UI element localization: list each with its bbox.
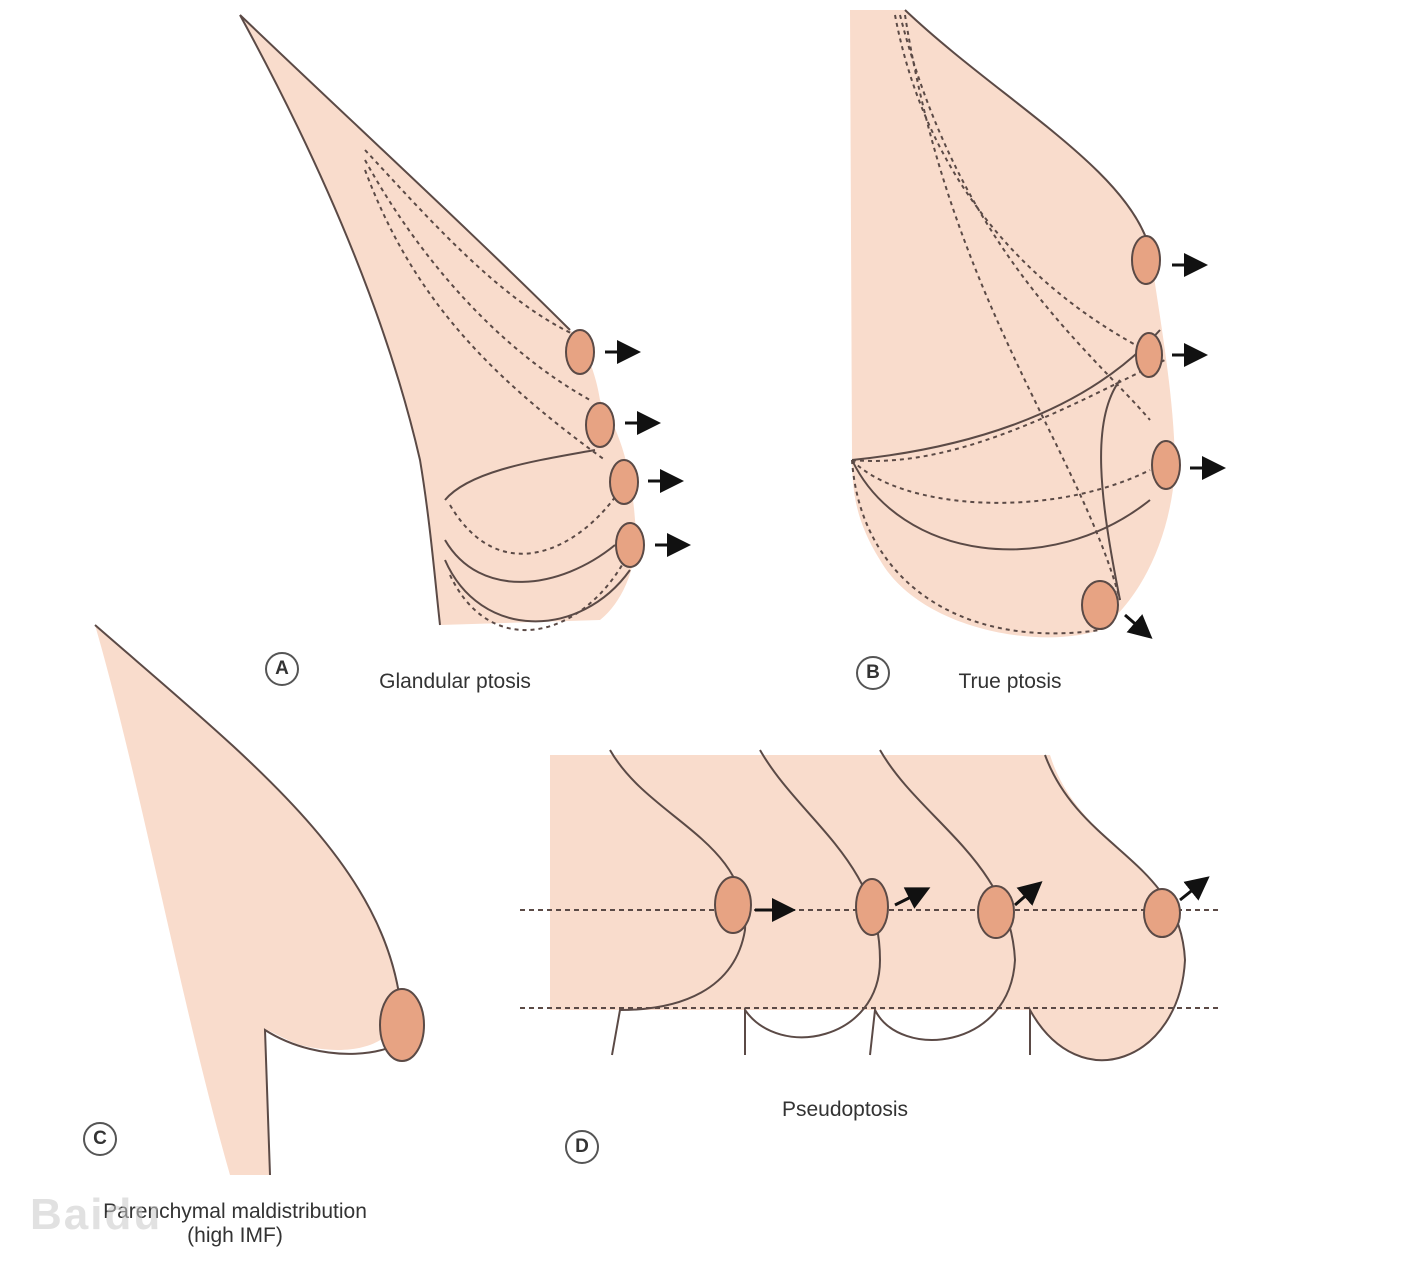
panel-b-illustration (850, 9, 1226, 639)
watermark-logo: Baidu (30, 1190, 163, 1239)
areola-a1 (565, 329, 595, 375)
panel-a-illustration (239, 14, 691, 631)
panel-c-caption-line2: (high IMF) (187, 1224, 283, 1247)
panel-d-caption: Pseudoptosis (781, 1098, 909, 1121)
panel-a-caption: Glandular ptosis (379, 670, 531, 693)
areola-a3 (609, 459, 639, 505)
panel-c-badge: C (83, 1122, 117, 1156)
panel-a-badge: A (265, 652, 299, 686)
panel-c-caption-line1: Parenchymal maldistribution (103, 1200, 367, 1223)
panel-b-caption: True ptosis (958, 670, 1062, 693)
areola-a2 (585, 402, 615, 448)
panel-c-illustration (94, 624, 425, 1176)
areola-a4 (615, 522, 645, 568)
panel-c-caption: Parenchymal maldistribution (high IMF) (80, 1200, 390, 1248)
panel-d-illustration (520, 749, 1220, 1062)
panel-b-badge: B (856, 656, 890, 690)
panel-d-badge: D (565, 1130, 599, 1164)
